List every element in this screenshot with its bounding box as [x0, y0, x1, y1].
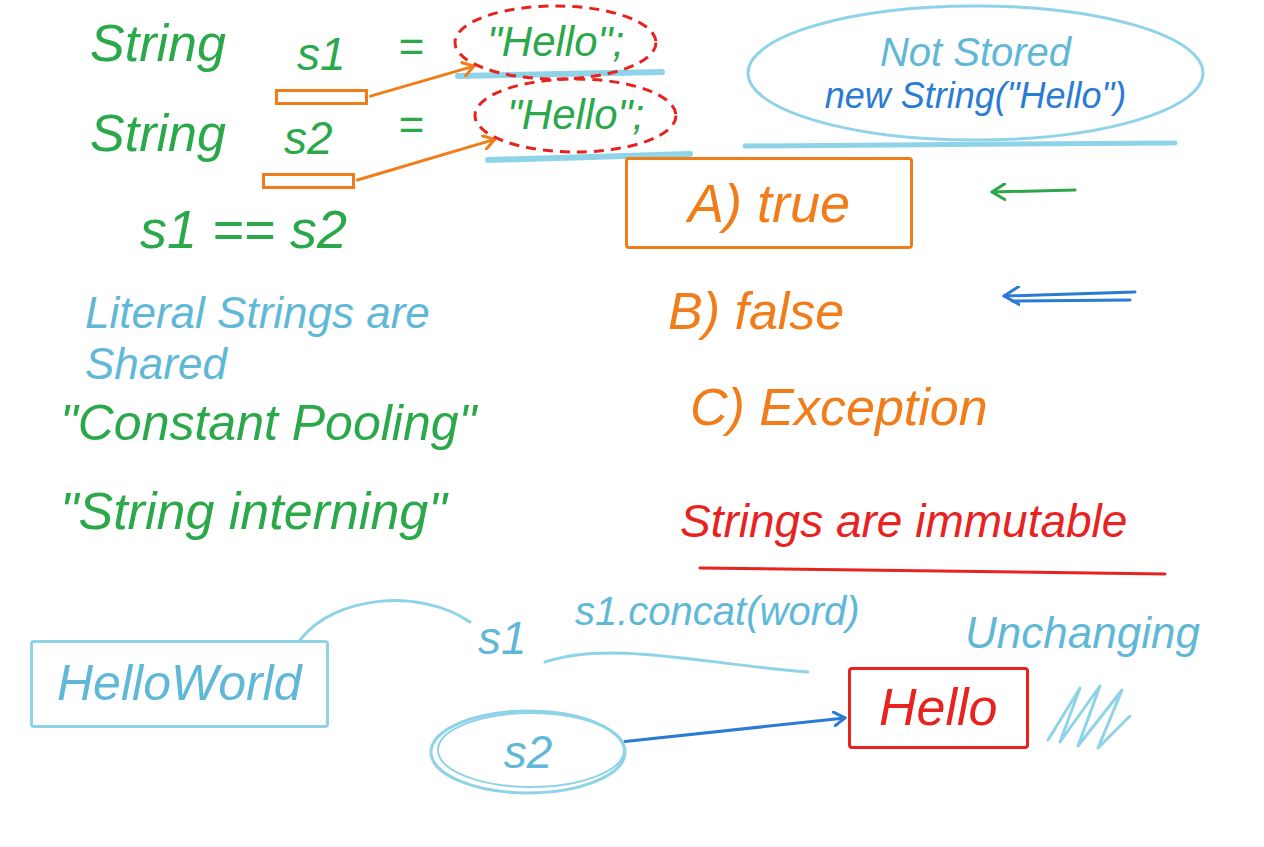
method-call: s1.concat(word) [575, 588, 860, 634]
object-box: HelloWorld [30, 640, 329, 728]
node-text: Hello [879, 678, 998, 738]
node-text: s2 [284, 112, 333, 165]
variable-name: s1 [478, 612, 527, 665]
term-text: "Constant Pooling" [60, 395, 476, 453]
answer-option: C) Exception [690, 378, 988, 438]
ellipse-stroke [748, 6, 1203, 140]
term-text: "String interning" [60, 482, 447, 542]
string-literal: "Hello"; [452, 3, 659, 82]
node-text: s2 [504, 726, 553, 779]
node-text: "Hello"; [507, 91, 644, 139]
node-text: Not Stored [880, 29, 1071, 75]
note-text: Unchanging [965, 608, 1200, 659]
leader-line [300, 601, 470, 640]
variable-reference: s2 [262, 112, 355, 195]
answer-box: A) true [625, 157, 913, 249]
highlight-stroke [745, 143, 1175, 146]
code-expression: s1 == s2 [140, 198, 347, 260]
code-operator: = [398, 22, 424, 73]
string-literal: "Hello"; [472, 76, 679, 155]
object-box: Hello [848, 667, 1029, 749]
ellipse-stroke [475, 79, 676, 152]
node-text: new String("Hello") [825, 75, 1127, 116]
code-operator: = [398, 100, 424, 151]
code-keyword: String [90, 14, 226, 74]
reference-arrow [625, 718, 845, 742]
leader-line [545, 653, 808, 672]
node-text: HelloWorld [57, 655, 302, 713]
pointer-arrow [992, 190, 1075, 192]
node-text: A) true [688, 172, 850, 234]
highlight-stroke [458, 72, 662, 76]
reference-circle: s2 [428, 708, 628, 796]
ellipse-stroke [431, 711, 625, 793]
note-text: Literal Strings are Shared [85, 288, 485, 389]
note-ellipse: Not Storednew String("Hello") [745, 3, 1206, 143]
ellipse-stroke [438, 713, 624, 787]
reference-arrow [358, 139, 495, 180]
rule-text: Strings are immutable [680, 495, 1127, 548]
variable-reference: s1 [275, 28, 368, 111]
code-keyword: String [90, 104, 226, 164]
node-text: s1 [297, 28, 346, 81]
reference-box [275, 89, 368, 105]
ellipse-stroke [455, 6, 656, 79]
underline-stroke [700, 568, 1165, 574]
reference-box [262, 173, 355, 189]
pointer-arrow [1012, 300, 1130, 301]
node-text: "Hello"; [487, 18, 624, 66]
answer-option: B) false [668, 282, 844, 342]
pointer-arrow [1004, 292, 1135, 296]
scribble [1048, 686, 1130, 748]
